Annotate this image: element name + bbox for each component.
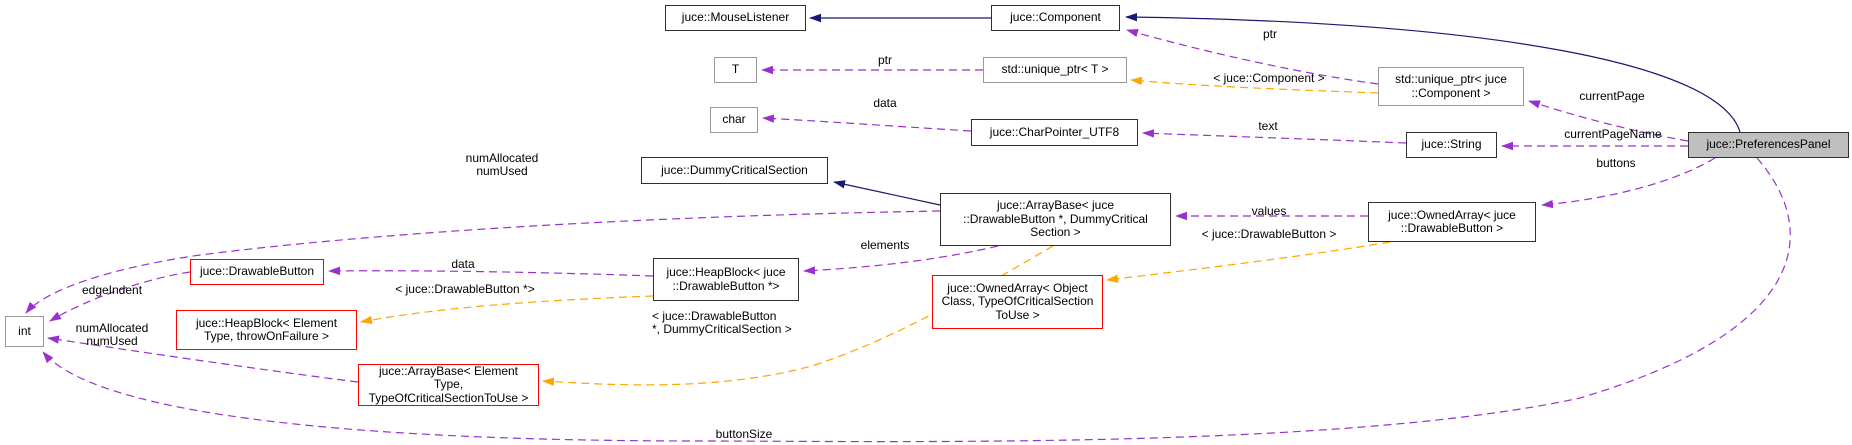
- edge-label-data-char: data: [873, 96, 897, 110]
- node-t: T: [714, 57, 757, 83]
- edge-template-uniqueptrcomponent-uniqueptrt: [1130, 76, 1379, 94]
- edge-member-arraybase-int-numallocated: [25, 210, 941, 314]
- node-heap-block-element-type[interactable]: juce::HeapBlock< Element Type, throwOnFa…: [176, 310, 357, 350]
- edge-label-template-drawable-ptr: < juce::DrawableButton *>: [395, 282, 535, 296]
- node-drawable-button[interactable]: juce::DrawableButton: [190, 259, 324, 285]
- edge-inherit-arraybase-dummycriticalsection: [833, 180, 941, 206]
- node-mouse-listener[interactable]: juce::MouseListener: [665, 5, 806, 31]
- node-component[interactable]: juce::Component: [991, 5, 1120, 31]
- edge-label-template-drawable-dummy: < juce::DrawableButton *, DummyCriticalS…: [652, 309, 792, 336]
- node-unique-ptr-component: std::unique_ptr< juce ::Component >: [1378, 67, 1524, 106]
- edge-label-ptr-component: ptr: [1262, 27, 1278, 41]
- edge-label-template-component: < juce::Component >: [1213, 71, 1325, 85]
- edge-label-template-drawable-button: < juce::DrawableButton >: [1201, 227, 1337, 241]
- node-unique-ptr-t: std::unique_ptr< T >: [983, 57, 1127, 83]
- edge-label-current-page: currentPage: [1579, 89, 1645, 103]
- node-heap-block-drawable-button[interactable]: juce::HeapBlock< juce ::DrawableButton *…: [653, 258, 799, 301]
- edge-label-values: values: [1251, 204, 1287, 218]
- edge-label-buttons: buttons: [1596, 156, 1636, 170]
- node-dummy-critical-section[interactable]: juce::DummyCriticalSection: [641, 157, 828, 184]
- edge-label-num-allocated-top: numAllocated numUsed: [465, 151, 539, 178]
- edge-label-data-drawable: data: [451, 257, 475, 271]
- node-preferences-panel: juce::PreferencesPanel: [1688, 132, 1849, 158]
- edge-template-heapblock-heapblockelement: [360, 295, 654, 325]
- edge-member-heapblock-drawablebutton: [328, 266, 654, 277]
- edge-member-preferencespanel-uniqueptrcomponent: [1528, 100, 1689, 142]
- edge-label-num-allocated-left: numAllocated numUsed: [75, 321, 149, 348]
- edge-member-drawablebutton-int-edgeindent: [49, 271, 191, 322]
- edge-label-elements: elements: [860, 238, 910, 252]
- node-array-base-element-type[interactable]: juce::ArrayBase< Element Type, TypeOfCri…: [358, 364, 539, 406]
- edge-member-uniqueptrcomponent-component: [1126, 28, 1379, 85]
- edge-member-arraybase-heapblock: [803, 245, 999, 275]
- node-int: int: [5, 316, 44, 347]
- edge-label-button-size: buttonSize: [715, 427, 773, 441]
- node-string[interactable]: juce::String: [1406, 132, 1497, 158]
- node-char: char: [710, 107, 758, 133]
- edge-member-preferencespanel-ownedarray: [1541, 157, 1716, 209]
- edge-member-charpointer-char: [762, 114, 972, 132]
- edge-label-edge-indent: edgeIndent: [81, 283, 143, 297]
- edge-label-text: text: [1258, 119, 1278, 133]
- node-owned-array-object-class[interactable]: juce::OwnedArray< Object Class, TypeOfCr…: [932, 275, 1103, 329]
- edge-label-current-page-name: currentPageName: [1564, 127, 1662, 141]
- edge-label-ptr-t: ptr: [877, 53, 893, 67]
- node-array-base-drawable-button[interactable]: juce::ArrayBase< juce ::DrawableButton *…: [940, 193, 1171, 246]
- edge-template-ownedarray-ownedarrayobject: [1106, 241, 1391, 283]
- node-owned-array-drawable-button[interactable]: juce::OwnedArray< juce ::DrawableButton …: [1368, 202, 1536, 242]
- edge-member-preferencespanel-int-buttonsize: [42, 157, 1791, 443]
- node-char-pointer-utf8[interactable]: juce::CharPointer_UTF8: [971, 119, 1138, 146]
- edge-member-string-charpointer: [1142, 129, 1407, 144]
